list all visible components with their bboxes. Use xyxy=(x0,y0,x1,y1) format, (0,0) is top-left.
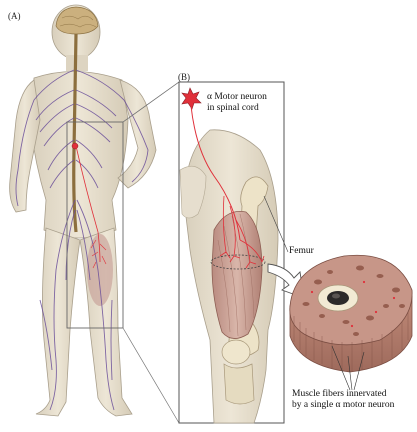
neuron-marker-a xyxy=(72,143,78,149)
torso xyxy=(30,71,128,238)
panel-b xyxy=(179,82,284,423)
muscle-fibers-label-line2: by a single α motor neuron xyxy=(292,400,394,411)
muscle-cross-section xyxy=(290,255,412,372)
motor-neuron-label: α Motor neuron in spinal cord xyxy=(207,92,267,114)
muscle-fibers-label-line1: Muscle fibers innervated xyxy=(292,389,394,400)
panel-a-label: (A) xyxy=(8,11,21,21)
muscle-fibers-label: Muscle fibers innervated by a single α m… xyxy=(292,389,394,411)
femur-label: Femur xyxy=(289,246,314,257)
kneecap xyxy=(222,340,250,364)
human-figure xyxy=(10,5,156,416)
thigh-muscle xyxy=(87,234,113,306)
panel-b-label: (B) xyxy=(178,72,190,82)
